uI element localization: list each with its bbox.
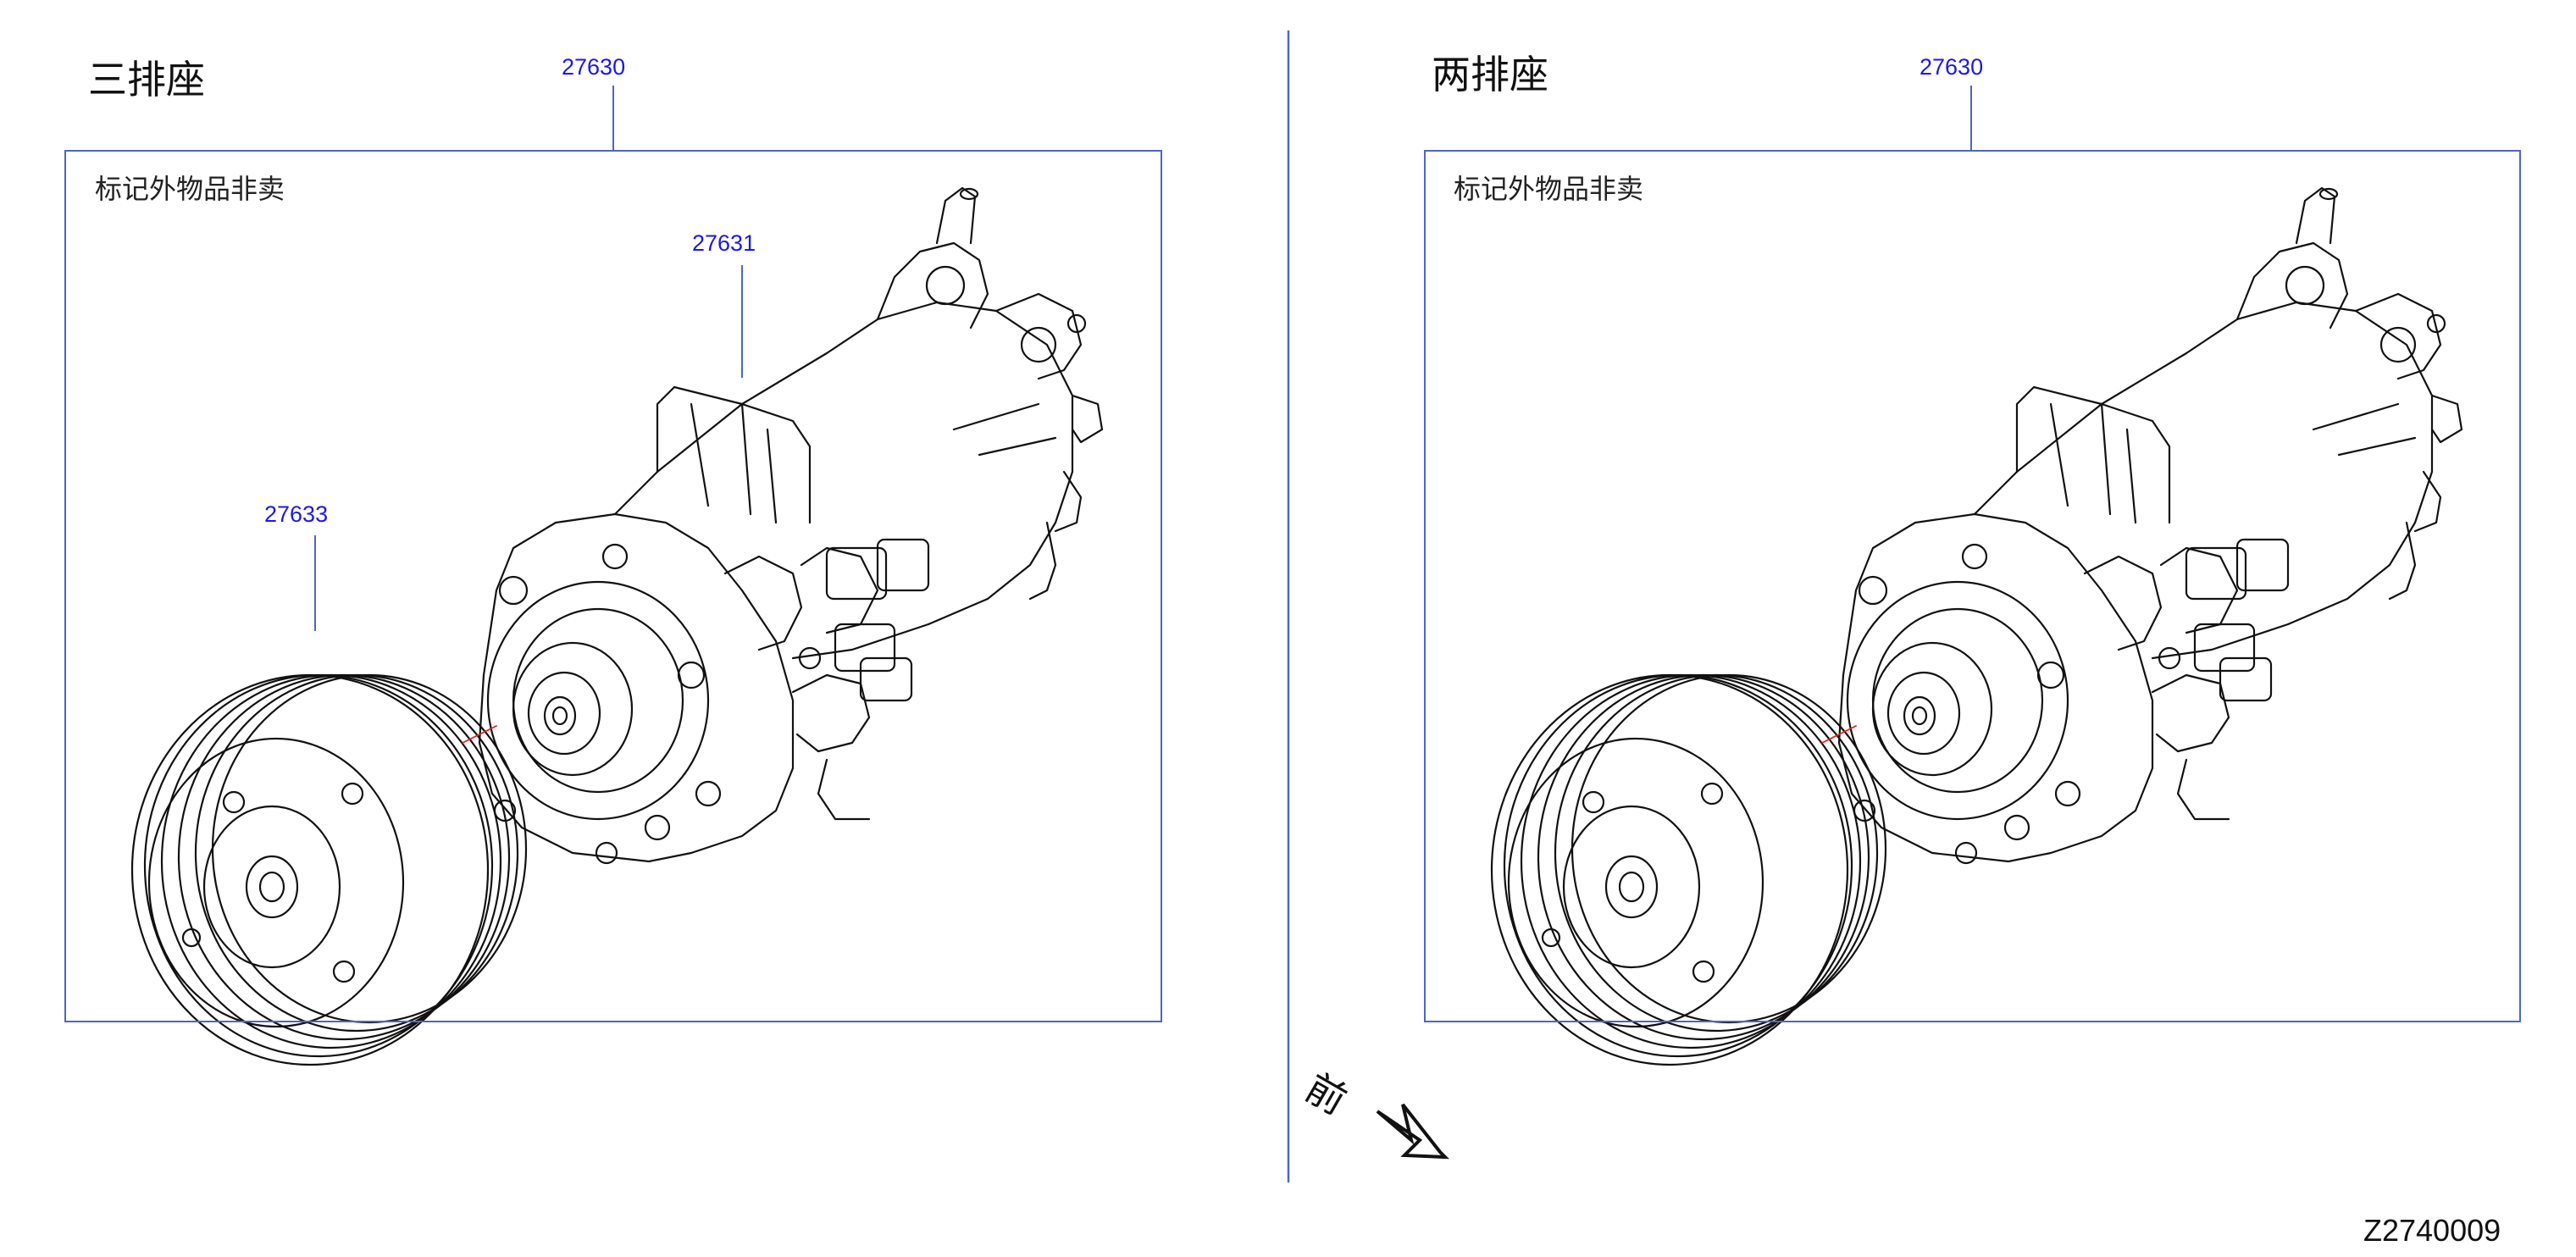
- front-arrow-icon: [1376, 1103, 1450, 1160]
- figure-id: Z2740009: [2363, 1213, 2501, 1248]
- left-panel-frame: [64, 150, 1162, 1022]
- right-panel-frame: [1424, 150, 2521, 1022]
- compressor-callout: 27631: [692, 230, 756, 256]
- clutch-callout: 27633: [264, 501, 329, 527]
- left-note: 标记外物品非卖: [95, 173, 285, 205]
- right-assembly-callout: 27630: [1920, 54, 1984, 80]
- left-assembly-callout: 27630: [562, 54, 626, 80]
- left-heading: 三排座: [88, 57, 205, 102]
- right-note: 标记外物品非卖: [1454, 173, 1644, 205]
- right-heading: 两排座: [1432, 52, 1548, 97]
